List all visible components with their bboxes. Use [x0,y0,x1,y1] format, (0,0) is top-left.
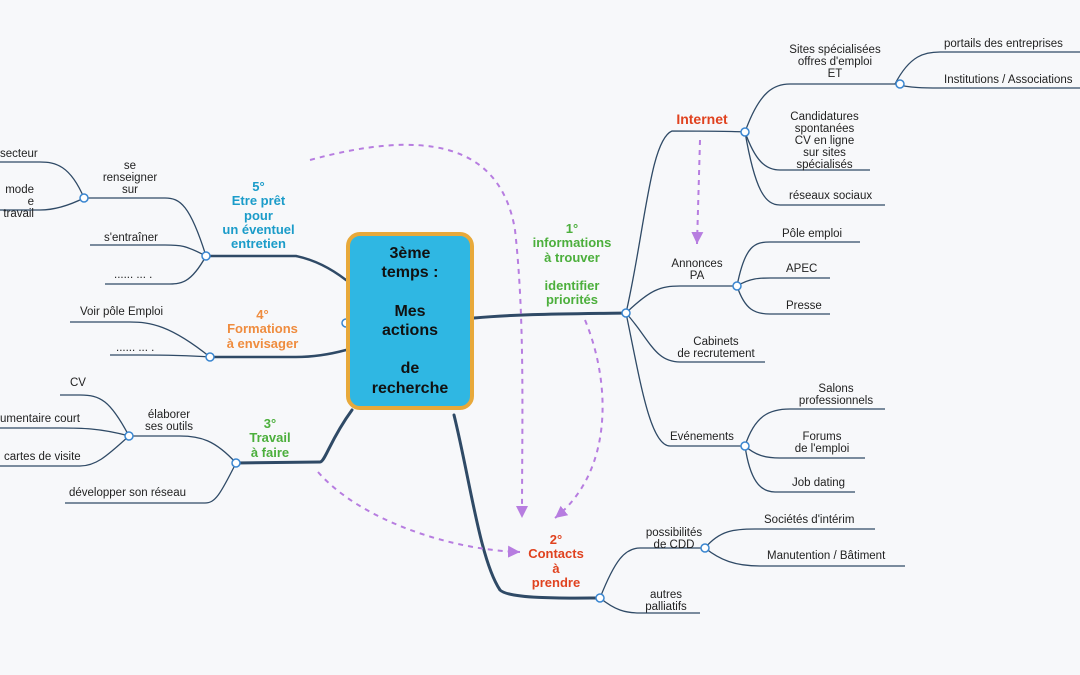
node-elaborer-outils: élaborer ses outils [145,409,193,434]
node-institutions: Institutions / Associations [944,74,1073,86]
node-salons: Salons professionnels [798,383,874,408]
node-ellipsis-formations: ...... ... . [116,342,155,354]
node-reseaux-sociaux: réseaux sociaux [789,190,873,202]
node-developper-reseau: développer son réseau [69,487,186,499]
branch-3-label: 3° Travail à faire [249,416,291,460]
node-s-entrainer: s'entraîner [104,232,158,244]
node-apec: APEC [786,263,818,275]
branch-1-label: 1° informations à trouver identifier pri… [532,221,612,308]
node-documentaire-court: umentaire court [0,413,80,425]
branch-2-label: 2° Contacts à prendre [528,532,584,590]
node-voir-pole-emploi: Voir pôle Emploi [80,306,164,318]
node-presse: Presse [786,300,822,312]
node-possibilites-cdd: possibilités de CDD [645,527,703,552]
node-sites-specialises: Sites spécialisées offres d'emploi ET [789,44,881,81]
internet-label: Internet [676,111,728,127]
node-ellipsis-entretien: ...... ... . [114,269,153,281]
node-portails: portails des entreprises [944,38,1063,50]
node-forums: Forums de l'emploi [794,431,850,456]
node-evenements: Evénements [670,431,734,443]
node-cv: CV [70,377,86,389]
branch-5-label: 5° Etre prêt pour un éventuel entretien [222,179,295,252]
node-job-dating: Job dating [792,477,846,489]
dashed-arrows [309,139,704,558]
node-societes-interim: Sociétés d'intérim [764,514,855,526]
node-pole-emploi: Pôle emploi [782,228,843,240]
node-se-renseigner: se renseigner sur [102,160,158,197]
node-cartes-visite: cartes de visite [4,451,81,463]
node-annonces: Annonces PA [671,258,723,283]
branch-4-label: 4° Formations à envisager [226,307,299,351]
central-topic: 3ème temps : Mes actions de recherche [346,232,474,410]
node-autres-palliatifs: autres palliatifs [645,589,687,614]
node-candidatures: Candidatures spontanées CV en ligne sur … [790,111,859,172]
left-sub-branch-lines [0,161,237,504]
node-cabinets: Cabinets de recrutement [677,336,755,361]
node-secteur: secteur [0,148,38,160]
node-mode-travail: mode e travail [3,184,34,221]
node-manutention: Manutention / Bâtiment [767,550,886,562]
main-branch-lines [204,254,628,600]
right-sub-branch-lines [599,51,1080,614]
